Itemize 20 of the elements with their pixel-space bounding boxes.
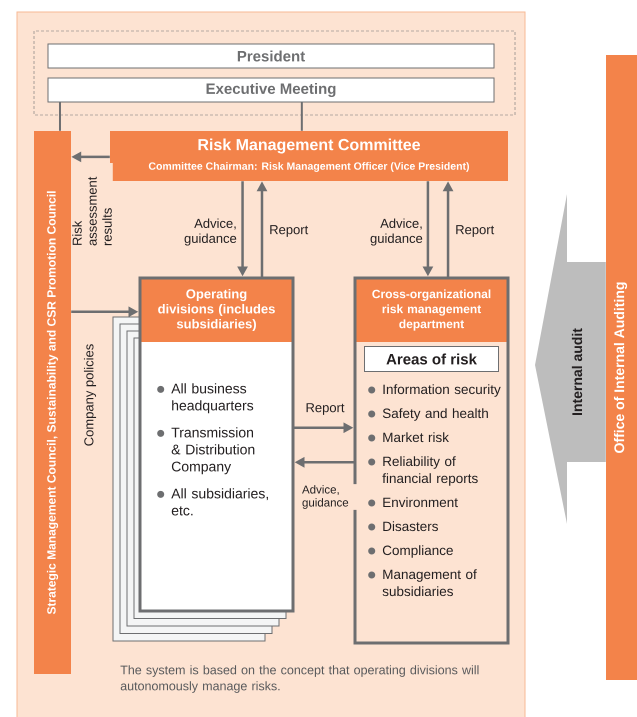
heading-box: Areas of risk	[364, 346, 499, 372]
edge-label: Risk assessment results	[72, 176, 112, 246]
edge-label: Internal audit	[572, 328, 582, 416]
edge-label: Report	[306, 403, 344, 415]
connector-line	[58, 102, 61, 131]
edge-label: Advice, guidance	[302, 485, 348, 509]
council-bar: Strategic Management Council, Sustainability and CSR Promotion Council	[34, 131, 71, 674]
edge-label: Company policies	[84, 344, 96, 446]
audit-arrow	[535, 194, 606, 524]
note-text: The system is based on the concept that operating divisions will autonomously manage risks.	[120, 665, 478, 693]
edge-label: Advice, guidance	[370, 218, 422, 246]
office-bar: Office of Internal Auditing	[606, 55, 637, 680]
role-box: President	[48, 44, 494, 68]
role-box: Executive Meeting	[48, 78, 494, 102]
edge-label: Report	[456, 225, 494, 237]
committee-box: Risk Management Committee Committee Chairman: Risk Management Officer (Vice President)	[110, 131, 508, 181]
connector-line	[300, 102, 303, 131]
edge-label: Advice, guidance	[184, 218, 236, 246]
edge-label: Report	[270, 225, 308, 237]
division-box: Operating divisions (includes subsidiaries) All business headquarters Transmission & Distribution Company All subsidiaries, etc.	[138, 276, 294, 612]
